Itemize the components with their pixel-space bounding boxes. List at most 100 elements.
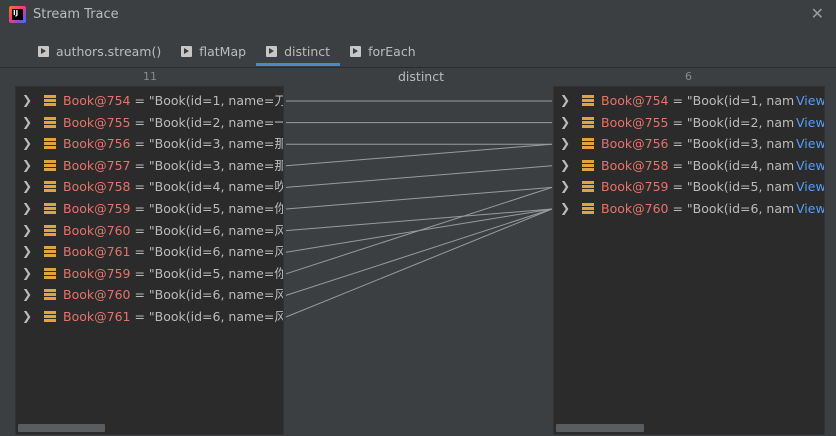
mapping-line	[285, 186, 553, 210]
equals-sign: =	[130, 287, 149, 303]
tab-authors-stream[interactable]: authors.stream()	[28, 39, 171, 63]
equals-sign: =	[130, 309, 149, 324]
list-item[interactable]: ❯ Book@761 = "Book(id=6, name=风与剑	[16, 306, 283, 327]
chevron-right-icon[interactable]: ❯	[560, 93, 571, 107]
mapping-line	[285, 208, 553, 318]
equals-sign: =	[668, 114, 687, 130]
equals-sign: =	[130, 222, 149, 238]
object-ref: Book@756	[63, 136, 131, 152]
object-field-icon	[44, 311, 56, 322]
chevron-right-icon[interactable]: ❯	[560, 157, 571, 172]
object-value: "Book(id=6, name=风与剑	[148, 309, 283, 324]
mapping-line	[285, 208, 553, 296]
object-field-icon	[44, 181, 56, 193]
list-item[interactable]: ❯Book@754 = "Book(id=1, name=刀的两	[16, 90, 283, 111]
chevron-right-icon[interactable]: ❯	[22, 201, 33, 215]
list-item[interactable]: ❯ Book@756 = "Book(id=3, name=那风吹	[16, 133, 283, 154]
view-link[interactable]: View	[794, 111, 824, 133]
window-title: Stream Trace	[33, 7, 119, 22]
item-text: Book@761 = "Book(id=6, name=风与剑	[63, 306, 283, 327]
list-item[interactable]: ❯Book@758 = "Book(id=4, name=吹或不	[16, 176, 283, 197]
horizontal-scrollbar[interactable]	[18, 424, 105, 432]
list-item[interactable]: ❯Book@761 = "Book(id=6, name=风与剑	[16, 241, 283, 262]
object-value: "Book(id=2, name=一个人	[148, 114, 283, 130]
before-values-panel[interactable]: ❯Book@754 = "Book(id=1, name=刀的两❯Book@75…	[15, 86, 284, 435]
item-text: Book@757 = "Book(id=3, name=那风吹	[63, 155, 283, 176]
chevron-right-icon[interactable]: ❯	[22, 222, 33, 237]
object-field-icon	[44, 95, 56, 106]
tab-flatmap[interactable]: flatMap	[171, 39, 256, 63]
object-field-icon	[582, 203, 594, 214]
stream-step-icon	[38, 45, 49, 57]
view-link[interactable]: View	[794, 176, 824, 198]
object-field-icon	[582, 181, 594, 193]
equals-sign: =	[130, 114, 149, 130]
list-item[interactable]: ❯Book@760 = "Book(id=6, name=风与剑	[16, 284, 283, 305]
object-field-icon	[582, 95, 594, 106]
horizontal-scrollbar[interactable]	[556, 424, 644, 432]
list-item[interactable]: ❯ Book@757 = "Book(id=3, name=那风吹	[16, 155, 283, 176]
object-field-icon	[582, 138, 594, 150]
chevron-right-icon[interactable]: ❯	[560, 201, 571, 215]
chevron-right-icon[interactable]: ❯	[22, 287, 33, 302]
list-item[interactable]: ❯Book@759 = "Book(id=5, name=你的剑	[16, 198, 283, 219]
chevron-right-icon[interactable]: ❯	[560, 114, 571, 129]
list-item[interactable]: ❯ Book@755 = "Book(id=2, name=一个人	[16, 112, 283, 133]
chevron-right-icon[interactable]: ❯	[560, 179, 571, 194]
chevron-right-icon[interactable]: ❯	[22, 157, 33, 172]
item-text: Book@756 = "Book(id=3, name=那风吹	[63, 133, 283, 154]
object-ref: Book@759	[601, 179, 669, 195]
chevron-right-icon[interactable]: ❯	[22, 114, 33, 129]
object-field-icon	[44, 138, 56, 150]
tab-label: authors.stream()	[56, 43, 162, 59]
mapping-line	[285, 186, 553, 275]
list-item[interactable]: ❯Book@760 = "Book(id=6, name=风与剑	[16, 220, 283, 241]
equals-sign: =	[130, 244, 149, 260]
close-icon[interactable]: ✕	[810, 4, 824, 23]
item-text: Book@755 = "Book(id=2, name=一个人	[63, 112, 283, 133]
chevron-right-icon[interactable]: ❯	[22, 179, 33, 194]
tab-foreach[interactable]: forEach	[340, 39, 426, 63]
operation-label: distinct	[398, 69, 444, 84]
chevron-right-icon[interactable]: ❯	[560, 136, 571, 151]
view-link[interactable]: View	[794, 133, 824, 155]
mapping-line	[285, 208, 553, 232]
object-value: "Book(id=5, name=你的剑	[148, 265, 283, 281]
object-ref: Book@754	[601, 93, 669, 108]
object-field-icon	[44, 246, 56, 258]
object-value: "Book(id=3, name=那风吹	[148, 136, 283, 152]
list-item[interactable]: ❯Book@759 = "Book(id=5, name=你的剑	[16, 263, 283, 284]
equals-sign: =	[668, 201, 687, 216]
chevron-right-icon[interactable]: ❯	[22, 309, 33, 323]
object-field-icon	[44, 224, 56, 236]
stream-step-tabs: authors.stream() flatMap distinct forEac…	[28, 39, 426, 67]
view-link[interactable]: View	[794, 198, 824, 219]
object-value: "Book(id=5, name	[686, 179, 802, 195]
object-value: "Book(id=3, name	[686, 136, 802, 152]
equals-sign: =	[130, 265, 149, 281]
object-ref: Book@754	[63, 93, 131, 108]
view-link[interactable]: View	[794, 90, 824, 111]
tab-label: forEach	[368, 43, 416, 59]
chevron-right-icon[interactable]: ❯	[22, 93, 33, 107]
equals-sign: =	[668, 93, 687, 108]
equals-sign: =	[668, 179, 687, 195]
chevron-right-icon[interactable]: ❯	[22, 265, 33, 280]
chevron-right-icon[interactable]: ❯	[22, 244, 33, 259]
view-link[interactable]: View	[794, 154, 824, 176]
tab-distinct[interactable]: distinct	[256, 39, 341, 66]
object-value: "Book(id=4, name=吹或不	[148, 179, 283, 195]
chevron-right-icon[interactable]: ❯	[22, 136, 33, 151]
equals-sign: =	[130, 201, 149, 216]
right-count: 6	[685, 70, 692, 83]
equals-sign: =	[130, 179, 149, 195]
